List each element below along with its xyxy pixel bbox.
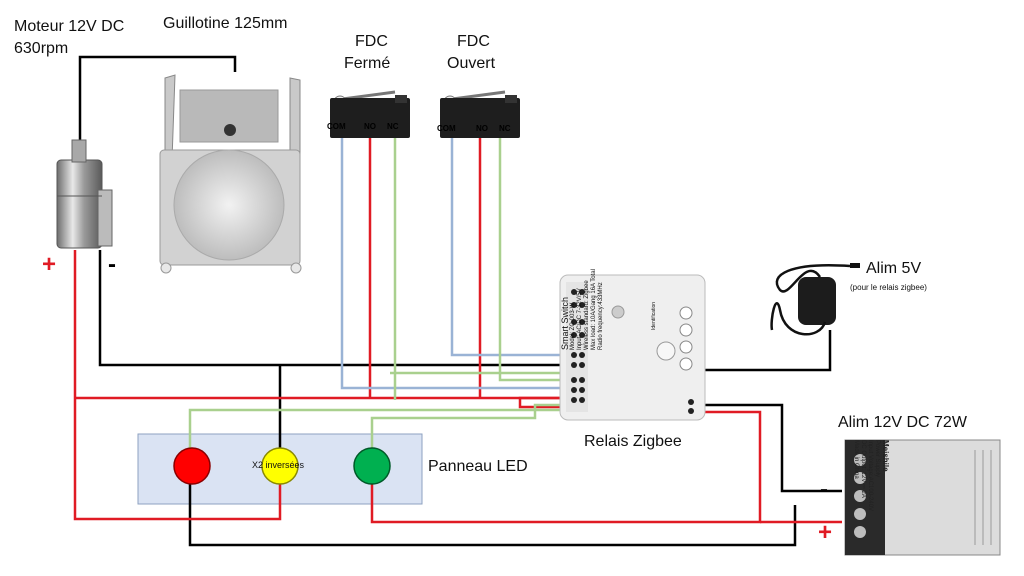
relay-device-title: Smart Switch [560, 296, 570, 350]
motor [56, 139, 113, 249]
limit-switch-open [440, 90, 520, 138]
relay-device-maxload: Max load: 10A/Gang 16A Total [591, 269, 598, 350]
green-wires [188, 138, 569, 450]
alim5v-note: (pour le relais zigbee) [850, 283, 927, 292]
psu-line1: Power Supply [874, 440, 881, 478]
relay-device-model: Model: ZC-003-W [570, 302, 577, 350]
guillotine [159, 74, 302, 274]
alim-5v-adapter [770, 263, 860, 336]
red-wires [73, 138, 842, 524]
blue-wires [340, 138, 569, 390]
fdc-closed-state: Fermé [344, 55, 391, 72]
relay-label: Relais Zigbee [584, 433, 682, 450]
led-green [353, 447, 391, 485]
relay-device-input: Input: AC/DC 7-32V/5V [577, 288, 584, 350]
psu-minus: - [820, 476, 828, 503]
psu-brand: Meishile [881, 440, 890, 472]
black-wires [78, 55, 842, 547]
switch2-no: NO [476, 124, 488, 133]
led-yellow [261, 447, 299, 485]
limit-switch-closed [330, 90, 410, 138]
switch1-nc: NC [387, 122, 399, 131]
guillotine-label: Guillotine 125mm [163, 15, 288, 32]
relay-device-radio: Radio frequency:433MHz [597, 282, 604, 350]
yellow-led-label: X2 inversées [252, 460, 305, 470]
alim12v-label: Alim 12V DC 72W [838, 414, 967, 431]
led-red [173, 447, 211, 485]
relay-device-wireless: Wireless standard: Zigbee [584, 280, 591, 350]
motor-plus: + [42, 251, 57, 278]
switch2-com: COM [437, 124, 456, 133]
switch1-com: COM [327, 122, 346, 131]
psu-plus: + [818, 519, 833, 546]
relay-side-text: Identification [651, 301, 657, 330]
alim-12v-psu [844, 439, 1001, 556]
fdc-open-title: FDC [457, 33, 490, 50]
led-panel-label: Panneau LED [428, 458, 528, 475]
zigbee-relay [559, 274, 706, 421]
motor-title: Moteur 12V DC [14, 18, 125, 35]
relay-device-text: Smart Switch Model: ZC-003-W Input: AC/D… [560, 269, 605, 350]
motor-speed: 630rpm [14, 40, 69, 57]
psu-line3: DC Output: 12V ⎓ 2A [860, 440, 867, 498]
psu-line2: Input Voltage:AC100-240V [867, 440, 874, 512]
motor-minus: - [108, 251, 116, 278]
psu-device-text: Meishile Power Supply Input Voltage:AC10… [852, 440, 890, 511]
alim5v-label: Alim 5V [866, 260, 922, 277]
psu-made: Made in China [852, 440, 859, 479]
fdc-open-state: Ouvert [447, 55, 496, 72]
switch2-nc: NC [499, 124, 511, 133]
fdc-closed-title: FDC [355, 33, 388, 50]
switch1-no: NO [364, 122, 376, 131]
